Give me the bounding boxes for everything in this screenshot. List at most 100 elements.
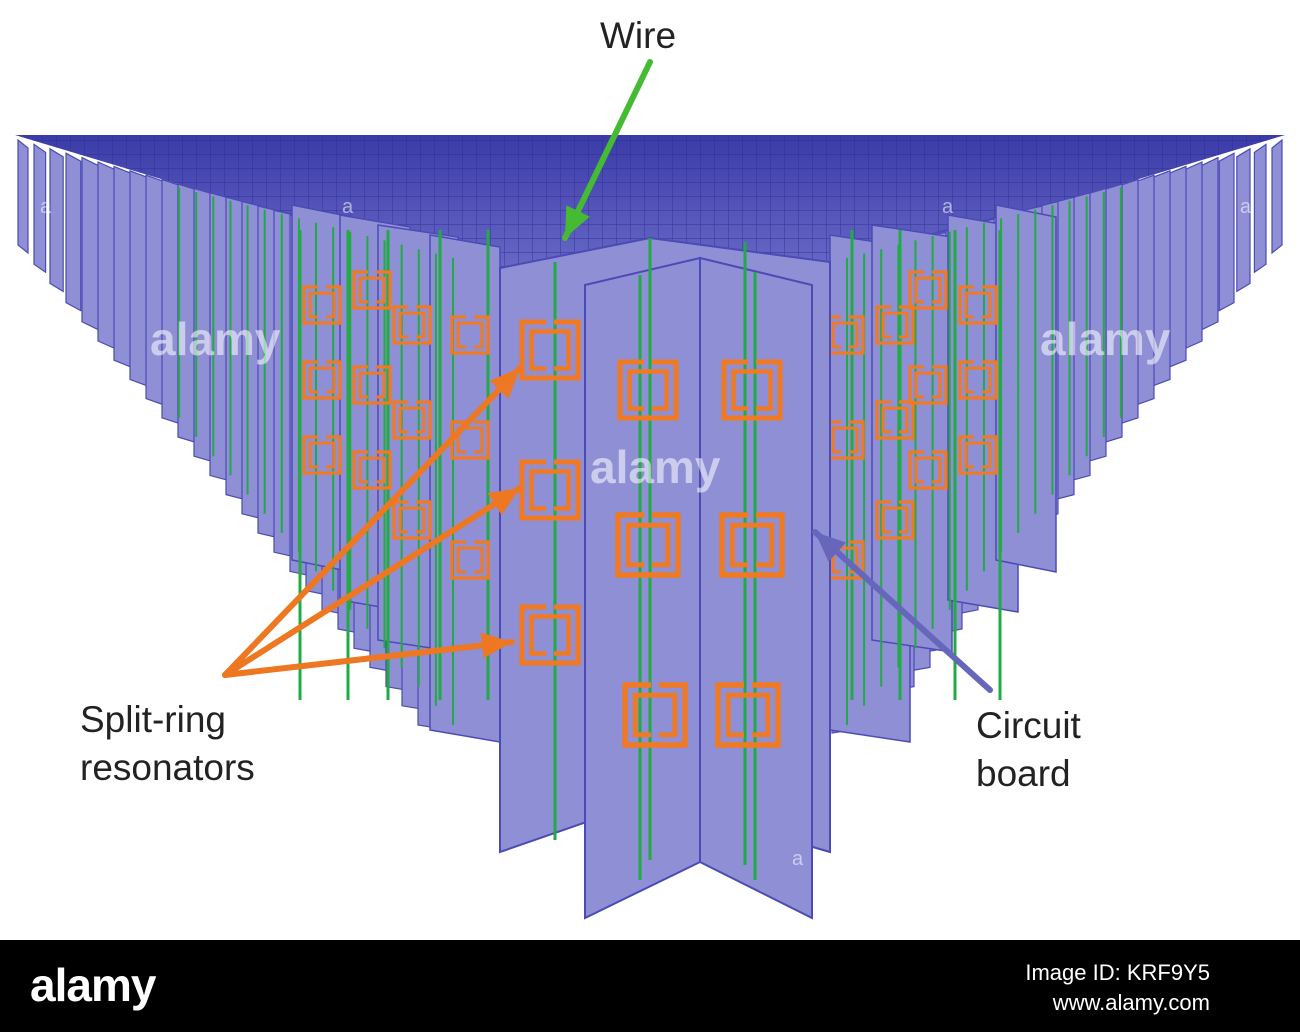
- footer-url: www.alamy.com: [1052, 990, 1210, 1015]
- split-ring-outer: [908, 450, 948, 490]
- split-ring-outer: [450, 420, 490, 460]
- split-ring-outer: [302, 360, 342, 400]
- circuit-board-arrow-head: [815, 532, 846, 562]
- split-ring-outer: [958, 285, 998, 325]
- metamaterial-diagram: [15, 59, 1285, 920]
- split-ring: [450, 540, 490, 580]
- split-ring-inner: [456, 426, 484, 454]
- split-ring-outer: [908, 270, 948, 310]
- split-ring-inner: [456, 321, 484, 349]
- board-panel-right: [1253, 143, 1267, 274]
- split-ring-inner: [831, 426, 859, 454]
- split-ring-inner: [625, 522, 671, 568]
- split-ring: [617, 359, 679, 421]
- split-ring-inner: [398, 311, 426, 339]
- split-ring-inner: [914, 371, 942, 399]
- split-ring: [875, 400, 915, 440]
- split-ring: [352, 450, 392, 490]
- ring-arrow-2-head: [487, 488, 520, 516]
- circuit-board-arrow: [812, 529, 993, 693]
- split-ring-inner: [308, 291, 336, 319]
- split-ring-outer: [352, 270, 392, 310]
- split-ring: [302, 285, 342, 325]
- split-ring: [519, 459, 581, 521]
- watermark-right: alamy: [1040, 313, 1171, 365]
- label-arrows: [222, 59, 993, 693]
- split-ring: [519, 319, 581, 381]
- ring-arrow-1: [222, 365, 523, 678]
- board-panel-left: [97, 161, 117, 350]
- split-ring: [715, 682, 781, 748]
- wire-label: Wire: [600, 15, 677, 56]
- split-ring: [908, 450, 948, 490]
- split-ring-outer: [352, 365, 392, 405]
- split-ring: [519, 604, 581, 666]
- split-ring-inner: [881, 506, 909, 534]
- split-ring-inner: [725, 692, 771, 738]
- split-ring-outer: [958, 360, 998, 400]
- footer-logo: alamy: [30, 959, 156, 1011]
- wire-arrow-head: [565, 205, 590, 238]
- split-ring-inner: [881, 406, 909, 434]
- split-ring-outer: [519, 319, 581, 381]
- split-ring-inner: [627, 369, 669, 411]
- split-ring-inner: [914, 456, 942, 484]
- wire-arrow: [562, 59, 653, 241]
- split-ring: [958, 435, 998, 475]
- circuit-board-label: Circuit board: [976, 702, 1081, 798]
- split-ring: [392, 500, 432, 540]
- split-ring-outer: [392, 500, 432, 540]
- split-ring: [875, 305, 915, 345]
- split-ring: [352, 365, 392, 405]
- watermark-left: alamy: [150, 313, 281, 365]
- split-ring-inner: [358, 276, 386, 304]
- lattice-top-grid: [15, 135, 1285, 275]
- circuit-board-label-line1: Circuit: [976, 705, 1081, 746]
- split-ring-inner: [729, 522, 775, 568]
- split-ring-inner: [731, 369, 773, 411]
- split-ring-inner: [529, 614, 571, 656]
- split-ring: [352, 270, 392, 310]
- split-ring-outer: [622, 682, 688, 748]
- watermark-center: alamy: [590, 441, 721, 493]
- ring-arrow-3: [222, 639, 515, 678]
- split-ring-label-line1: Split-ring: [80, 699, 226, 740]
- split-ring-outer: [519, 604, 581, 666]
- split-ring-inner: [358, 456, 386, 484]
- split-ring-outer: [875, 305, 915, 345]
- split-ring-outer: [715, 682, 781, 748]
- split-ring-outer: [617, 359, 679, 421]
- ring-arrow-2: [222, 485, 523, 678]
- split-ring-inner: [964, 441, 992, 469]
- split-ring-outer: [958, 435, 998, 475]
- split-ring: [721, 359, 783, 421]
- split-ring-outer: [302, 285, 342, 325]
- split-ring-inner: [914, 276, 942, 304]
- circuit-board-label-line2: board: [976, 753, 1071, 794]
- split-ring-inner: [398, 406, 426, 434]
- split-ring-inner: [308, 366, 336, 394]
- ring-arrow-1-head: [489, 368, 520, 399]
- board-panel-left: [65, 152, 82, 312]
- split-ring-inner: [632, 692, 678, 738]
- board-panel-right: [1200, 156, 1219, 331]
- split-ring-outer: [450, 315, 490, 355]
- split-ring-label-line2: resonators: [80, 747, 255, 788]
- split-ring-outer: [352, 450, 392, 490]
- watermark-mark-5: a: [792, 848, 804, 870]
- board-panel-right: [1271, 138, 1283, 255]
- split-ring-outer: [302, 435, 342, 475]
- split-ring-inner: [529, 469, 571, 511]
- split-ring-outer: [875, 400, 915, 440]
- board-panel-left: [33, 143, 47, 274]
- board-panel-left: [49, 147, 64, 293]
- split-ring: [392, 305, 432, 345]
- split-ring-outer: [392, 400, 432, 440]
- split-ring-outer: [450, 540, 490, 580]
- split-ring-outer: [615, 512, 681, 578]
- split-ring: [875, 500, 915, 540]
- split-ring-inner: [831, 321, 859, 349]
- board-panel-right: [1236, 147, 1251, 293]
- board-panel-left: [17, 138, 29, 255]
- board-panel-left: [81, 156, 100, 331]
